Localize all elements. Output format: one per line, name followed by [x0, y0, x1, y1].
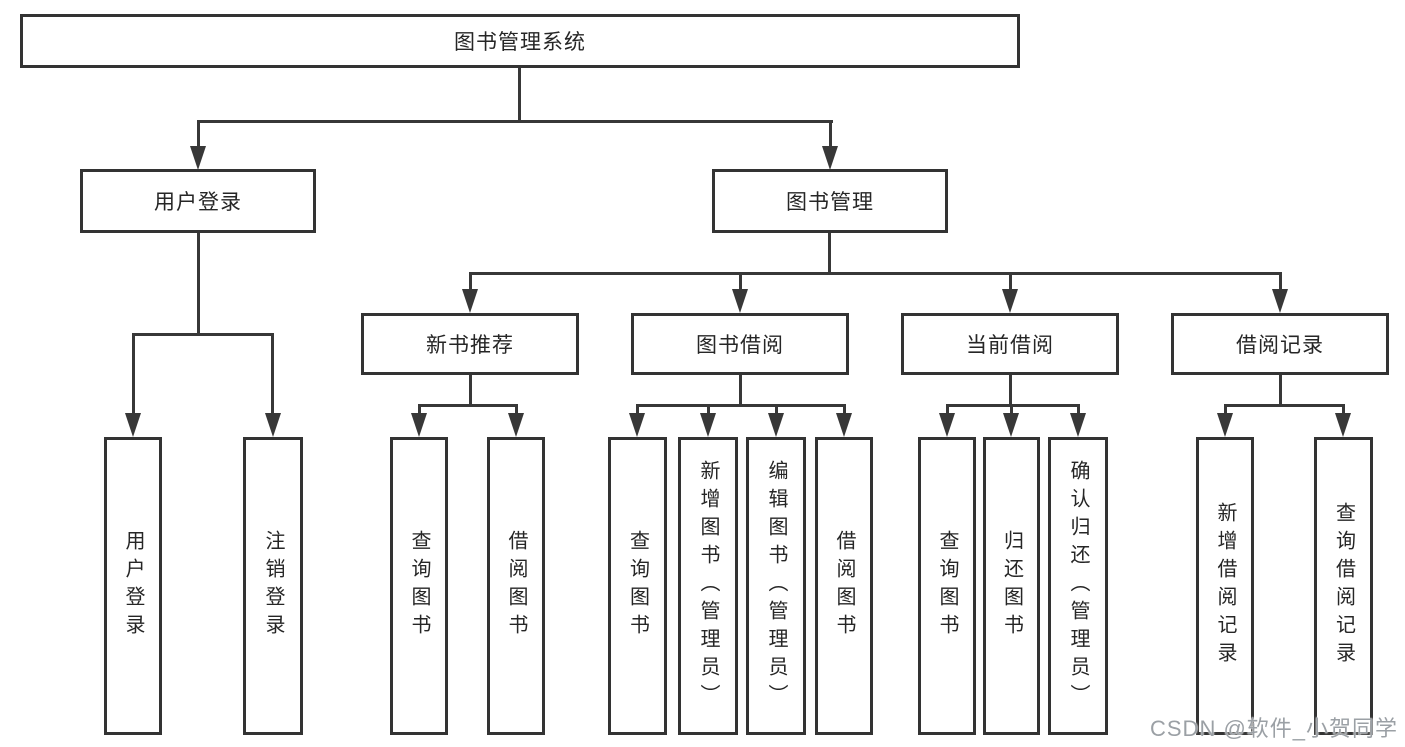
node-label: 用户登录: [154, 191, 242, 214]
connector-line: [469, 275, 472, 289]
connector-line: [197, 120, 833, 123]
arrow-down-icon: [1002, 289, 1018, 313]
connector-line: [946, 404, 1080, 407]
connector-line: [469, 272, 1282, 275]
leaf-query-books: 查询图书: [390, 437, 448, 735]
connector-line: [707, 407, 710, 413]
connector-line: [636, 407, 639, 413]
arrow-down-icon: [411, 413, 427, 437]
connector-line: [775, 407, 778, 413]
connector-line: [1224, 404, 1345, 407]
node-label: 新书推荐: [426, 334, 514, 357]
arrow-down-icon: [768, 413, 784, 437]
arrow-down-icon: [629, 413, 645, 437]
node-label: 确认归还（管理员）: [1067, 460, 1089, 712]
node-label: 借阅记录: [1236, 334, 1324, 357]
leaf-confirm-return-admin: 确认归还（管理员）: [1048, 437, 1108, 735]
connector-line: [1077, 407, 1080, 413]
leaf-add-book-admin: 新增图书（管理员）: [678, 437, 738, 735]
node-label: 注销登录: [262, 530, 284, 642]
arrow-down-icon: [700, 413, 716, 437]
connector-line: [418, 404, 518, 407]
node-label: 新增借阅记录: [1214, 502, 1236, 670]
node-label: 图书借阅: [696, 334, 784, 357]
node-label: 查询图书: [408, 530, 430, 642]
leaf-add-borrow-record: 新增借阅记录: [1196, 437, 1254, 735]
leaf-user-login: 用户登录: [104, 437, 162, 735]
connector-line: [418, 407, 421, 413]
arrow-down-icon: [1217, 413, 1233, 437]
connector-line: [1224, 407, 1227, 413]
connector-line: [197, 120, 200, 147]
watermark-text: CSDN @软件_小贺同学: [1150, 716, 1399, 741]
arrow-down-icon: [1335, 413, 1351, 437]
node-label: 查询图书: [626, 530, 649, 642]
connector-line: [1342, 407, 1345, 413]
connector-line: [1279, 275, 1282, 289]
node-label: 编辑图书（管理员）: [765, 460, 787, 712]
node-new-book-recommendation: 新书推荐: [361, 313, 579, 375]
connector-line: [197, 233, 200, 335]
leaf-query-borrow-record: 查询借阅记录: [1314, 437, 1373, 735]
leaf-return-books: 归还图书: [983, 437, 1040, 735]
arrow-down-icon: [822, 146, 838, 170]
leaf-borrow-books: 借阅图书: [487, 437, 545, 735]
connector-line: [1009, 375, 1012, 407]
arrow-down-icon: [836, 413, 852, 437]
connector-line: [829, 120, 832, 147]
arrow-down-icon: [265, 413, 281, 437]
node-user-login: 用户登录: [80, 169, 316, 233]
connector-line: [515, 407, 518, 413]
connector-line: [518, 68, 521, 120]
node-book-management: 图书管理: [712, 169, 948, 233]
connector-line: [946, 407, 949, 413]
node-library-management-system: 图书管理系统: [20, 14, 1020, 68]
arrow-down-icon: [1272, 289, 1288, 313]
connector-line: [1279, 375, 1282, 407]
connector-line: [739, 375, 742, 407]
node-label: 归还图书: [1000, 530, 1023, 642]
arrow-down-icon: [125, 413, 141, 437]
leaf-logout-login: 注销登录: [243, 437, 303, 735]
arrow-down-icon: [939, 413, 955, 437]
node-label: 用户登录: [122, 530, 144, 642]
node-label: 借阅图书: [505, 530, 527, 642]
node-label: 查询借阅记录: [1332, 502, 1355, 670]
node-book-borrowing: 图书借阅: [631, 313, 849, 375]
node-label: 当前借阅: [966, 334, 1054, 357]
connector-line: [843, 407, 846, 413]
node-current-borrowing: 当前借阅: [901, 313, 1119, 375]
arrow-down-icon: [1003, 413, 1019, 437]
node-label: 新增图书（管理员）: [697, 460, 719, 712]
connector-line: [271, 333, 274, 413]
node-label: 查询图书: [936, 530, 958, 642]
connector-line: [1010, 407, 1013, 413]
leaf-edit-book-admin: 编辑图书（管理员）: [746, 437, 806, 735]
node-borrowing-records: 借阅记录: [1171, 313, 1389, 375]
connector-line: [828, 233, 831, 275]
node-label: 图书管理系统: [454, 31, 586, 54]
leaf-query-books: 查询图书: [608, 437, 667, 735]
connector-line: [1009, 275, 1012, 289]
arrow-down-icon: [508, 413, 524, 437]
node-label: 图书管理: [786, 191, 874, 214]
connector-line: [132, 333, 135, 413]
arrow-down-icon: [462, 289, 478, 313]
connector-line: [132, 333, 274, 336]
connector-line: [739, 275, 742, 289]
arrow-down-icon: [1070, 413, 1086, 437]
node-label: 借阅图书: [833, 530, 855, 642]
leaf-query-books: 查询图书: [918, 437, 976, 735]
arrow-down-icon: [732, 289, 748, 313]
connector-line: [469, 375, 472, 407]
leaf-borrow-books: 借阅图书: [815, 437, 873, 735]
arrow-down-icon: [190, 146, 206, 170]
connector-line: [636, 404, 846, 407]
